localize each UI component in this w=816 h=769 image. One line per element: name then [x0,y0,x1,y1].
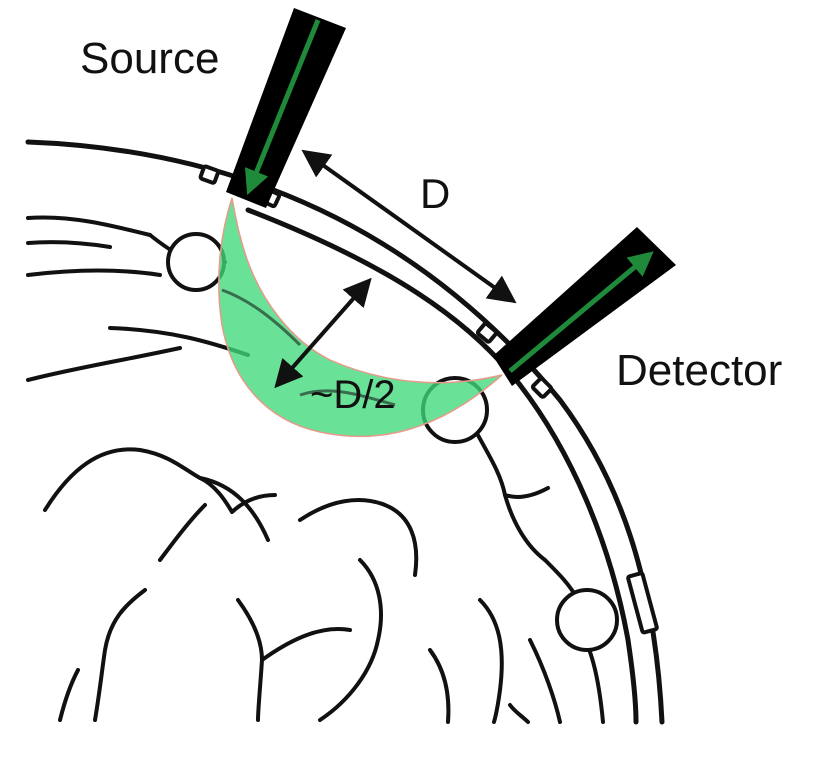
detector-label: Detector [616,346,782,395]
detector-light-arrow [508,251,654,373]
surface-bumps [198,164,659,635]
separation-arrow [301,149,517,304]
depth-arrow [274,277,372,389]
detector-probe [493,227,676,386]
source-label: Source [80,34,219,83]
source-probe [226,8,346,208]
source-probe-icon [226,8,346,208]
brain-folds [26,215,605,724]
separation-label: D [420,170,450,217]
depth-label: ~D/2 [310,373,396,417]
source-light-arrow [244,19,321,195]
